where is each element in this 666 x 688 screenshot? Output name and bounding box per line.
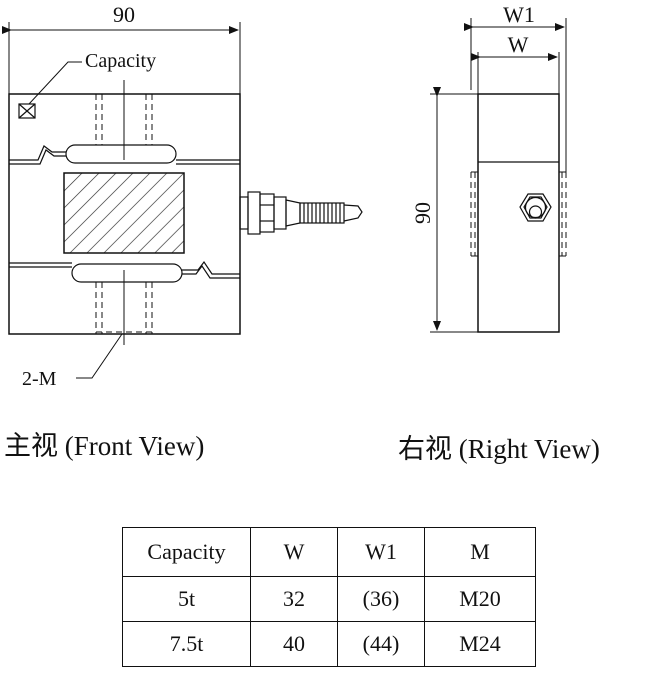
right-view-caption: 右视 (Right View): [398, 434, 600, 464]
capacity-callout: Capacity: [85, 50, 156, 72]
front-width-label: 90: [113, 2, 135, 27]
front-view-caption: 主视 (Front View): [4, 431, 205, 461]
table-header-row: Capacity W W1 M: [122, 527, 536, 577]
capacity-marker-icon: [18, 103, 36, 119]
hidden-thread-top: [95, 93, 153, 145]
w1-label: W1: [503, 2, 535, 27]
header-w: W: [250, 527, 338, 577]
table-row: 7.5t 40 (44) M24: [122, 621, 536, 667]
w1-dimension: W1: [464, 2, 567, 172]
height-dimension: 90: [410, 87, 478, 333]
hidden-thread-bottom: [95, 282, 153, 334]
header-m: M: [424, 527, 536, 577]
cell-w1: (44): [337, 621, 425, 667]
cell-w1: (36): [337, 576, 425, 622]
thread-leader-line: [76, 333, 123, 379]
side-protrusion-right: [559, 171, 567, 257]
header-capacity: Capacity: [122, 527, 251, 577]
table-row: 5t 32 (36) M20: [122, 576, 536, 622]
hatched-strain-zone: [63, 172, 185, 254]
cell-w: 32: [250, 576, 338, 622]
side-protrusion-left: [470, 171, 478, 257]
front-view: 90: [2, 2, 363, 390]
cable-connector-icon: [239, 191, 363, 235]
right-view: W1 W 90: [410, 2, 567, 333]
cell-m: M20: [424, 576, 536, 622]
cell-w: 40: [250, 621, 338, 667]
capacity-leader-line: [28, 61, 82, 105]
upper-slot: [9, 144, 240, 165]
w-label: W: [508, 32, 529, 57]
spec-table: Capacity W W1 M 5t 32 (36) M20 7.5t 40 (…: [122, 527, 536, 667]
header-w1: W1: [337, 527, 425, 577]
front-width-dimension: 90: [2, 2, 241, 94]
thread-callout: 2-M: [22, 368, 57, 390]
side-body: [477, 93, 560, 333]
cell-capacity: 5t: [122, 576, 251, 622]
height-label: 90: [410, 202, 435, 224]
cell-m: M24: [424, 621, 536, 667]
w-dimension: W: [471, 32, 560, 94]
connector-end-view-icon: [519, 193, 552, 222]
lower-slot: [9, 260, 240, 283]
cell-capacity: 7.5t: [122, 621, 251, 667]
